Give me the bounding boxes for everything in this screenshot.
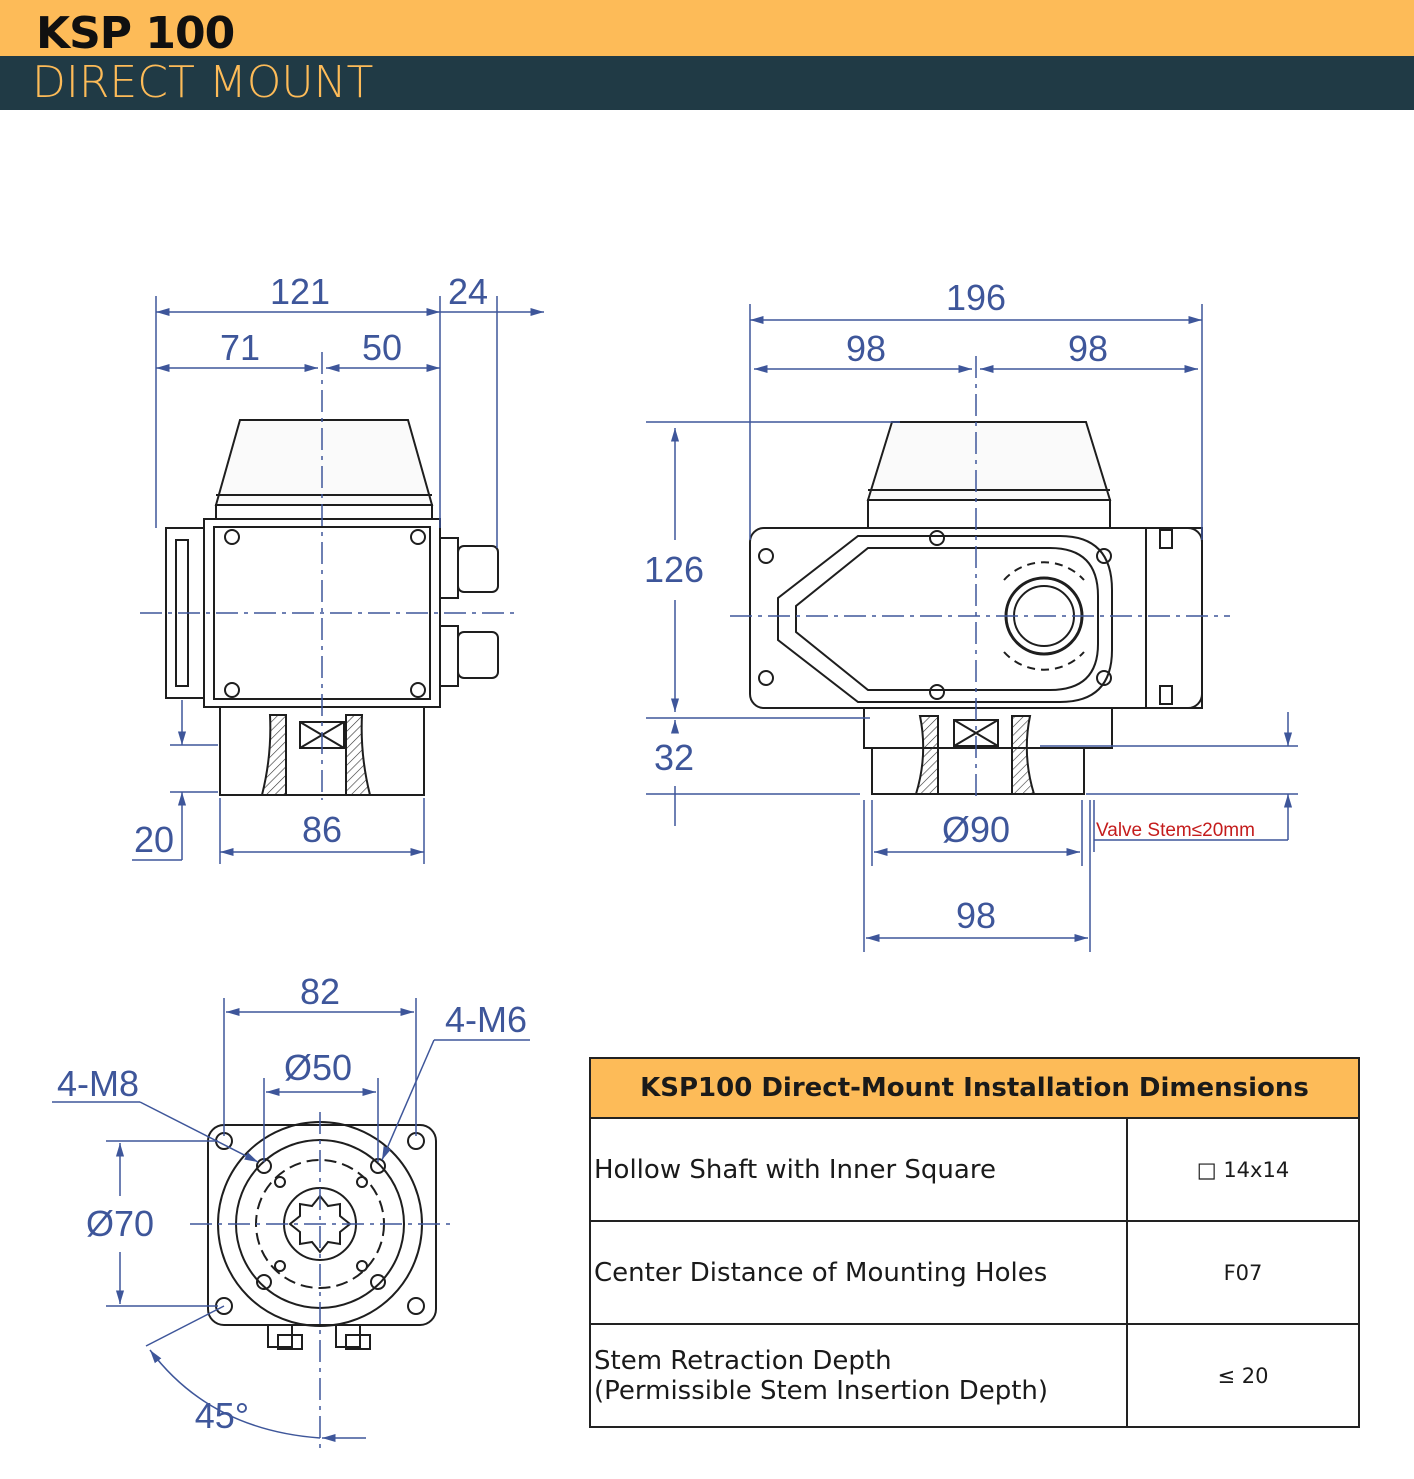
- page-subtitle: DIRECT MOUNT: [32, 57, 374, 108]
- side-view: [165, 419, 499, 796]
- row-label-line2: (Permissible Stem Insertion Depth): [594, 1375, 1049, 1406]
- side-dim-86: 86: [302, 809, 342, 850]
- header-bar-dark: [0, 56, 1414, 110]
- front-dim-98-right: 98: [1068, 328, 1108, 369]
- page-title: KSP 100: [36, 8, 235, 59]
- side-dim-121: 121: [270, 271, 330, 312]
- header-bar-orange: [0, 0, 1414, 56]
- bottom-dim-4m8: 4-M8: [57, 1063, 139, 1104]
- bottom-dim-4m6: 4-M6: [445, 999, 527, 1040]
- row-label: Center Distance of Mounting Holes: [589, 1220, 1128, 1325]
- front-dim-196: 196: [946, 277, 1006, 318]
- side-dim-20: 20: [134, 819, 174, 860]
- row-value: ≤ 20: [1126, 1323, 1360, 1428]
- bottom-dim-phi50: Ø50: [284, 1047, 352, 1088]
- bottom-dim-phi70: Ø70: [86, 1203, 154, 1244]
- table-row: Center Distance of Mounting Holes F07: [589, 1220, 1360, 1325]
- row-label: Hollow Shaft with Inner Square: [589, 1117, 1128, 1222]
- front-dim-98-left: 98: [846, 328, 886, 369]
- row-value: F07: [1126, 1220, 1360, 1325]
- bottom-dim-45deg: 45°: [195, 1395, 249, 1436]
- table-row: Stem Retraction Depth (Permissible Stem …: [589, 1323, 1360, 1428]
- dimensions-table: KSP100 Direct-Mount Installation Dimensi…: [589, 1057, 1360, 1428]
- side-dim-50: 50: [362, 327, 402, 368]
- row-label: Stem Retraction Depth (Permissible Stem …: [589, 1323, 1128, 1428]
- bottom-dim-82: 82: [300, 971, 340, 1012]
- row-value: □ 14x14: [1126, 1117, 1360, 1222]
- side-dim-71: 71: [220, 327, 260, 368]
- table-row: Hollow Shaft with Inner Square □ 14x14: [589, 1117, 1360, 1222]
- front-dim-phi90: Ø90: [942, 809, 1010, 850]
- bottom-view: [207, 1121, 437, 1350]
- front-dim-98-base: 98: [956, 895, 996, 936]
- front-view: [749, 421, 1203, 795]
- valve-stem-note: Valve Stem≤20mm: [1096, 820, 1255, 841]
- row-label-line1: Stem Retraction Depth: [594, 1345, 892, 1376]
- side-dim-24: 24: [448, 271, 488, 312]
- front-dim-32: 32: [654, 737, 694, 778]
- table-title: KSP100 Direct-Mount Installation Dimensi…: [589, 1057, 1360, 1119]
- front-dim-126: 126: [644, 549, 704, 590]
